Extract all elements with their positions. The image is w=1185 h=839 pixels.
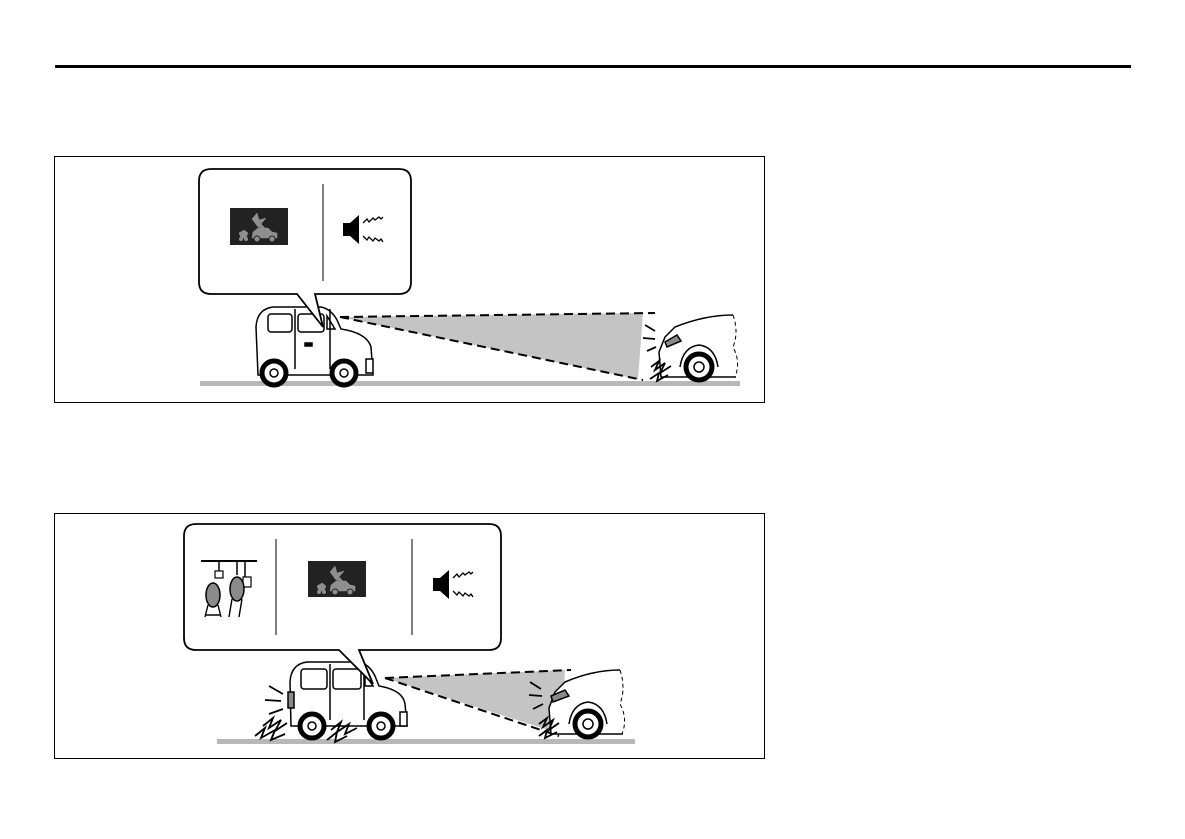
warning-callout bbox=[199, 169, 411, 327]
figure-second-warning-brake bbox=[54, 513, 765, 759]
figure-second-warning-drawing bbox=[55, 514, 764, 758]
forward-collision-warning-lamp-icon bbox=[308, 561, 366, 597]
vehicle-ahead-rear bbox=[659, 315, 738, 380]
figure-first-warning bbox=[54, 156, 765, 403]
figure-first-warning-drawing bbox=[55, 157, 764, 402]
road-surface bbox=[217, 739, 635, 744]
forward-collision-warning-lamp-icon bbox=[230, 208, 288, 245]
sensor-beam bbox=[340, 313, 655, 380]
header-rule bbox=[55, 65, 1131, 68]
